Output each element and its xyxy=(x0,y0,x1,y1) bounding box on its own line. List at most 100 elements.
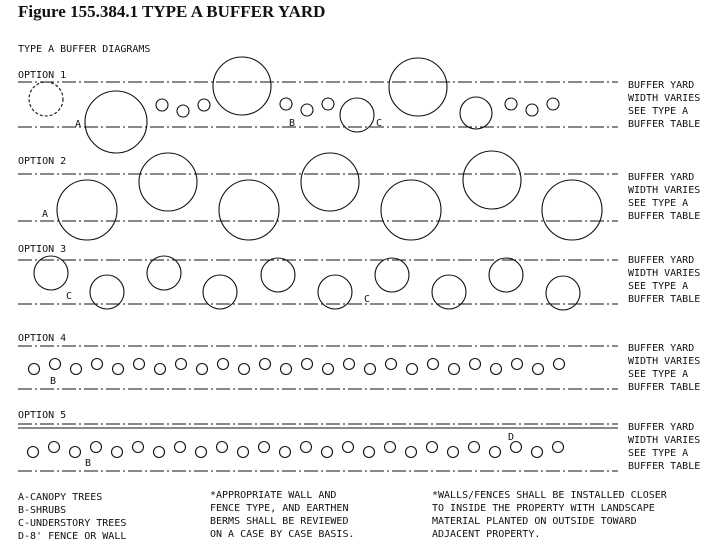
diagram-title: TYPE A BUFFER DIAGRAMS xyxy=(18,44,150,55)
canopy-tree xyxy=(388,57,448,117)
note-wall-fence-placement: *WALLS/FENCES SHALL BE INSTALLED CLOSER … xyxy=(432,490,668,540)
plant-label-a: A xyxy=(42,209,48,220)
shrub xyxy=(90,357,104,371)
shrub xyxy=(509,440,523,454)
shrub xyxy=(320,445,334,459)
shrub xyxy=(363,362,377,376)
shrub xyxy=(551,440,565,454)
understory-tree xyxy=(339,97,375,133)
svg-text:WIDTH VARIES: WIDTH VARIES xyxy=(628,435,700,446)
understory-tree xyxy=(459,96,493,130)
shrub xyxy=(152,445,166,459)
note-wall-fence-review: *APPROPRIATE WALL AND FENCE TYPE, AND EA… xyxy=(210,490,355,540)
svg-text:SEE TYPE A: SEE TYPE A xyxy=(628,281,688,292)
plant-label-d: D xyxy=(508,432,514,443)
canopy-tree xyxy=(84,90,148,154)
option-5: OPTION 5 B D BUFFER YARD WIDTH VARIES SE… xyxy=(18,410,700,472)
option-1-label: OPTION 1 xyxy=(18,70,66,81)
svg-text:BUFFER YARD: BUFFER YARD xyxy=(628,255,694,266)
svg-text:SEE TYPE A: SEE TYPE A xyxy=(628,369,688,380)
understory-tree xyxy=(146,255,182,291)
shrub xyxy=(510,357,524,371)
svg-text:TO INSIDE THE PROPERTY WITH LA: TO INSIDE THE PROPERTY WITH LANDSCAPE xyxy=(432,503,655,514)
shrub xyxy=(197,98,211,112)
shrub xyxy=(488,445,502,459)
shrub xyxy=(405,362,419,376)
option-2-label: OPTION 2 xyxy=(18,156,66,167)
plant-label-c: C xyxy=(376,118,382,129)
shrub xyxy=(504,97,518,111)
shrub xyxy=(279,362,293,376)
svg-text:ADJACENT PROPERTY.: ADJACENT PROPERTY. xyxy=(432,529,540,540)
option-4-side-note: BUFFER YARD WIDTH VARIES SEE TYPE A BUFF… xyxy=(628,343,700,393)
shrub xyxy=(530,445,544,459)
understory-tree xyxy=(202,274,238,310)
svg-text:BUFFER TABLE: BUFFER TABLE xyxy=(628,294,700,305)
shrub xyxy=(383,440,397,454)
canopy-tree xyxy=(28,81,64,117)
shrub xyxy=(279,97,293,111)
option-1-side-note: BUFFER YARD WIDTH VARIES SEE TYPE A BUFF… xyxy=(628,80,700,130)
figure-title: Figure 155.384.1 TYPE A BUFFER YARD xyxy=(18,2,326,21)
shrub xyxy=(174,357,188,371)
shrub xyxy=(546,97,560,111)
canopy-tree xyxy=(56,179,118,241)
shrub xyxy=(155,98,169,112)
shrub xyxy=(426,357,440,371)
shrub xyxy=(153,362,167,376)
shrub xyxy=(173,440,187,454)
understory-tree xyxy=(317,274,353,310)
shrub xyxy=(131,440,145,454)
svg-text:*APPROPRIATE WALL AND: *APPROPRIATE WALL AND xyxy=(210,490,336,501)
shrub xyxy=(321,362,335,376)
plant-label-b: B xyxy=(50,376,56,387)
canopy-tree xyxy=(541,179,603,241)
shrub xyxy=(215,440,229,454)
shrub xyxy=(237,362,251,376)
option-2-side-note: BUFFER YARD WIDTH VARIES SEE TYPE A BUFF… xyxy=(628,172,700,222)
legend-item: D-8' FENCE OR WALL xyxy=(18,531,126,542)
shrub xyxy=(257,440,271,454)
shrub xyxy=(300,357,314,371)
shrub-row xyxy=(26,440,565,459)
understory-tree xyxy=(545,275,581,311)
shrub xyxy=(299,440,313,454)
option-5-side-note: BUFFER YARD WIDTH VARIES SEE TYPE A BUFF… xyxy=(628,422,700,472)
understory-tree xyxy=(431,274,467,310)
shrub xyxy=(47,440,61,454)
canopy-tree xyxy=(218,179,280,241)
shrub xyxy=(467,440,481,454)
shrub xyxy=(447,362,461,376)
plant-label-a: A xyxy=(75,119,81,130)
option-4-label: OPTION 4 xyxy=(18,333,66,344)
shrub xyxy=(110,445,124,459)
svg-text:WIDTH VARIES: WIDTH VARIES xyxy=(628,185,700,196)
svg-text:SEE TYPE A: SEE TYPE A xyxy=(628,448,688,459)
shrub xyxy=(525,103,539,117)
svg-text:ON A CASE BY CASE BASIS.: ON A CASE BY CASE BASIS. xyxy=(210,529,355,540)
plant-label-c: C xyxy=(364,294,370,305)
svg-text:BUFFER YARD: BUFFER YARD xyxy=(628,343,694,354)
shrub xyxy=(425,440,439,454)
shrub xyxy=(27,362,41,376)
understory-tree xyxy=(374,257,410,293)
option-3: OPTION 3 C C BUFFER YARD WIDTH VARIES SE… xyxy=(18,244,700,311)
option-4: OPTION 4 B BUFFER YARD WIDTH VARIES SEE … xyxy=(18,333,700,393)
shrub xyxy=(342,357,356,371)
shrub xyxy=(176,104,190,118)
shrub xyxy=(552,357,566,371)
shrub xyxy=(258,357,272,371)
svg-text:BUFFER TABLE: BUFFER TABLE xyxy=(628,461,700,472)
shrub xyxy=(68,445,82,459)
plant-label-b: B xyxy=(289,118,295,129)
canopy-tree xyxy=(462,150,522,210)
shrub xyxy=(69,362,83,376)
shrub xyxy=(404,445,418,459)
plant-label-c: C xyxy=(66,291,72,302)
legend: A-CANOPY TREES B-SHRUBS C-UNDERSTORY TRE… xyxy=(18,492,126,542)
svg-text:BERMS SHALL BE REVIEWED: BERMS SHALL BE REVIEWED xyxy=(210,516,348,527)
shrub xyxy=(194,445,208,459)
understory-tree xyxy=(260,257,296,293)
shrub xyxy=(321,97,335,111)
